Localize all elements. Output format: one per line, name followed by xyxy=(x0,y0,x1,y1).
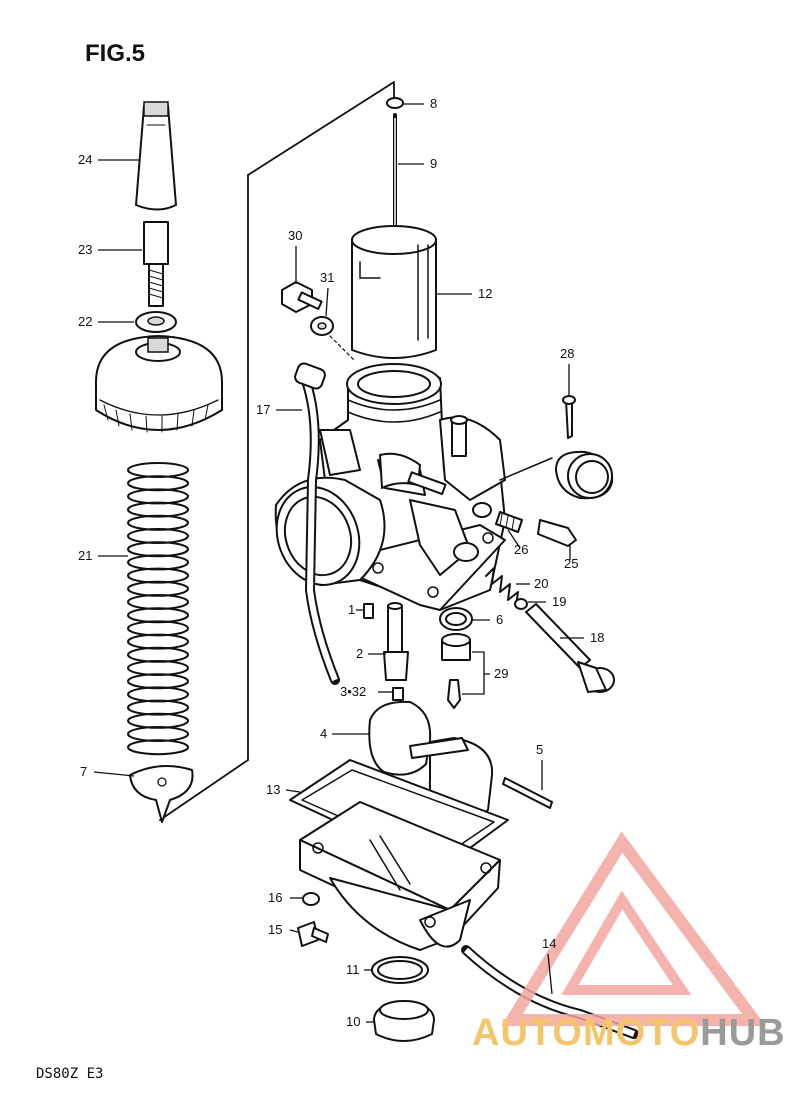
callout-28: 28 xyxy=(560,346,574,361)
spring-coil xyxy=(127,607,189,624)
callout-17: 17 xyxy=(256,402,270,417)
callout-24: 24 xyxy=(78,152,92,167)
spring-coil xyxy=(127,673,189,690)
part-6-o-ring xyxy=(439,607,473,631)
leader-line-13 xyxy=(285,789,301,793)
spring-coil xyxy=(127,528,189,544)
watermark-logo xyxy=(501,831,766,1026)
callout-18: 18 xyxy=(590,630,604,645)
float-chamber xyxy=(299,801,501,951)
part-23-adjuster xyxy=(143,221,169,307)
spring-coil xyxy=(127,567,189,584)
callout-15: 15 xyxy=(268,922,282,937)
watermark-word-hub: HUB xyxy=(700,1012,786,1054)
spring-coil xyxy=(127,686,189,703)
model-code: DS80Z E3 xyxy=(36,1066,104,1082)
callout-25: 25 xyxy=(564,556,578,571)
callout-5: 5 xyxy=(536,742,543,757)
callout-11: 11 xyxy=(346,962,360,977)
callout-30: 30 xyxy=(288,228,302,243)
callout-9: 9 xyxy=(430,156,437,171)
part-10-drain-plug xyxy=(373,1000,435,1042)
callout-21: 21 xyxy=(78,548,92,563)
callout-6: 6 xyxy=(496,612,503,627)
callout-labels: 2423222178930311228172625201918162293•32… xyxy=(78,96,604,1029)
spring-coil xyxy=(127,646,189,663)
callout-29: 29 xyxy=(494,666,508,681)
callout-4: 4 xyxy=(320,726,327,741)
callout-12: 12 xyxy=(478,286,492,301)
callout-1: 1 xyxy=(348,602,355,617)
part-19-o-ring xyxy=(514,598,528,610)
part-22-nut xyxy=(135,311,177,333)
callout-7: 7 xyxy=(80,764,87,779)
part-11-o-ring xyxy=(371,956,429,984)
callout-14: 14 xyxy=(542,936,556,951)
part-26-idle-screw xyxy=(495,511,523,533)
callout-19: 19 xyxy=(552,594,566,609)
callout-3-32: 3•32 xyxy=(340,684,366,699)
spring-coil xyxy=(127,554,189,571)
part-21-spring xyxy=(127,462,189,756)
leader-bracket-29 xyxy=(462,651,490,695)
leader-line-15 xyxy=(289,929,299,933)
part-24-rubber-cap xyxy=(135,101,177,211)
spring-coil xyxy=(127,633,189,650)
spring-coil xyxy=(127,501,189,518)
callout-leaders xyxy=(93,103,584,1023)
leader-line-14 xyxy=(547,953,553,995)
callout-26: 26 xyxy=(514,542,528,557)
choke-plunger-knob xyxy=(555,450,614,500)
part-8-clip xyxy=(386,97,404,109)
spring-coil xyxy=(127,726,189,742)
spring-coil xyxy=(127,739,189,756)
part-29-valve-seat xyxy=(441,633,471,709)
part-2-needle-jet xyxy=(383,602,409,681)
part-12-throttle-slide xyxy=(351,225,437,359)
spring-coil xyxy=(127,712,189,729)
figure-title: FIG.5 xyxy=(85,40,146,67)
callout-2: 2 xyxy=(356,646,363,661)
spring-coil xyxy=(127,580,189,597)
spring-coil xyxy=(127,620,189,637)
callout-8: 8 xyxy=(430,96,437,111)
spring-coil xyxy=(127,660,189,676)
part-1-jet xyxy=(363,603,374,619)
leader-line-26 xyxy=(507,529,521,549)
part-20-spring xyxy=(485,567,519,607)
callout-23: 23 xyxy=(78,242,92,257)
spring-coil xyxy=(127,541,189,558)
part-7-clip-plate xyxy=(129,765,194,823)
spring-coil xyxy=(127,488,189,505)
part-3-32-main-jet xyxy=(392,687,404,701)
spring-coil xyxy=(127,475,189,492)
leader-line-7 xyxy=(93,771,135,777)
part-16-washer xyxy=(302,892,320,906)
part-18-throttle-stop-screw xyxy=(525,603,615,693)
callout-31: 31 xyxy=(320,270,334,285)
carburetor-top-cap xyxy=(95,335,223,433)
watermark-word-automoto: AUTOMOTO xyxy=(472,1012,701,1054)
callout-22: 22 xyxy=(78,314,92,329)
leader-line-31 xyxy=(325,287,329,317)
callout-13: 13 xyxy=(266,782,280,797)
part-17-vent-tube xyxy=(294,362,340,685)
part-25-pilot-screw xyxy=(537,519,577,547)
part-28-cotter-pin xyxy=(562,395,576,439)
part-30-bolt xyxy=(281,281,323,313)
spring-coil xyxy=(127,699,189,716)
callout-10: 10 xyxy=(346,1014,360,1029)
part-31-washer xyxy=(310,316,334,336)
part-15-screw xyxy=(297,921,329,947)
spring-coil xyxy=(127,594,189,610)
spring-coil xyxy=(127,462,189,478)
callout-20: 20 xyxy=(534,576,548,591)
callout-16: 16 xyxy=(268,890,282,905)
spring-coil xyxy=(127,514,189,531)
part-5-float-pin xyxy=(502,777,553,809)
watermark-text: AUTOMOTOHUB xyxy=(472,1012,786,1055)
